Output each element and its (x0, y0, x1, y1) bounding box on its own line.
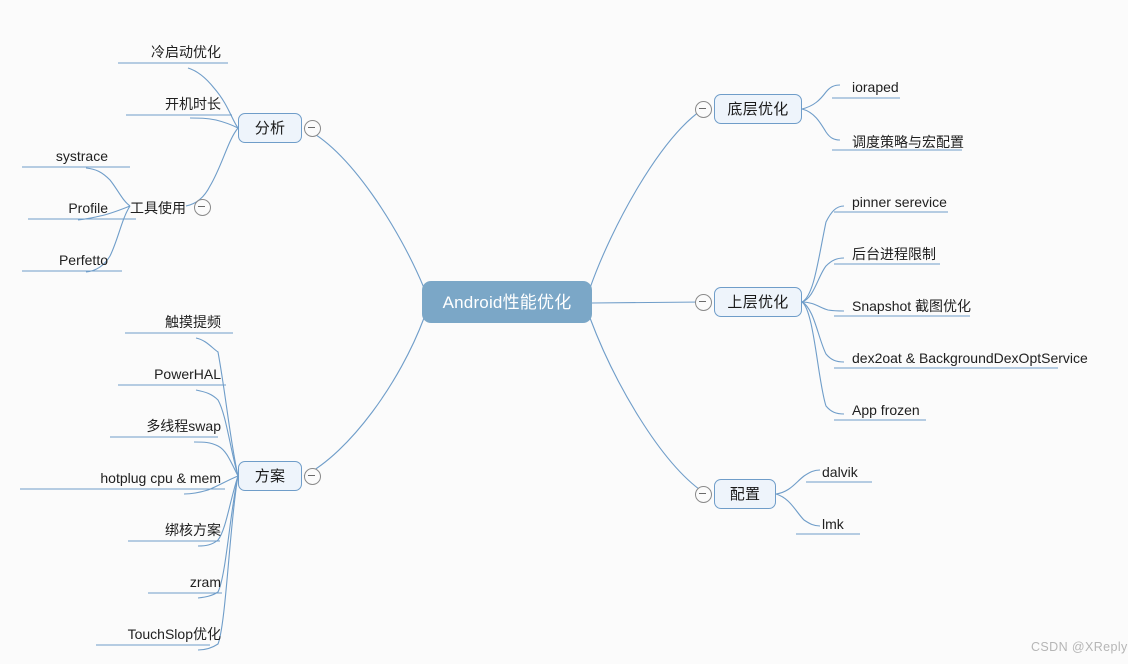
leaf-node-hotplug-cpu-mem[interactable]: hotplug cpu & mem (100, 470, 221, 486)
edge-upper-pinner (801, 205, 845, 303)
leaf-node-perfetto[interactable]: Perfetto (58, 252, 108, 268)
edge-root-config (589, 317, 704, 493)
collapse-toggle-solution[interactable] (304, 468, 321, 485)
root-node[interactable]: Android性能优化 (422, 281, 592, 323)
edge-analysis-boot-time (189, 117, 239, 129)
sub-branch-node-tools[interactable]: 工具使用 (130, 200, 186, 216)
branch-node-config[interactable]: 配置 (714, 479, 776, 509)
edge-upper-snapshot (801, 301, 845, 312)
edge-root-upperlayer (591, 301, 704, 304)
edge-root-lowlayer (589, 108, 704, 289)
edge-upper-app-frozen (801, 301, 845, 415)
collapse-toggle-tools[interactable] (194, 199, 211, 216)
leaf-node-app-frozen[interactable]: App frozen (852, 402, 920, 418)
watermark-text: CSDN @XReply (1031, 640, 1128, 654)
collapse-toggle-analysis[interactable] (304, 120, 321, 137)
edge-root-analysis (303, 127, 425, 289)
edge-analysis-tools (185, 127, 239, 207)
leaf-node-dalvik[interactable]: dalvik (822, 464, 858, 480)
leaf-node-powerhal[interactable]: PowerHAL (154, 366, 221, 382)
leaf-node-snapshot[interactable]: Snapshot 截图优化 (852, 298, 972, 314)
edge-root-solution (303, 317, 425, 477)
collapse-toggle-upper-layer[interactable] (695, 294, 712, 311)
branch-node-low-layer[interactable]: 底层优化 (714, 94, 802, 124)
leaf-node-boot-time[interactable]: 开机时长 (165, 96, 221, 112)
leaf-node-zram[interactable]: zram (189, 574, 221, 590)
branch-node-analysis[interactable]: 分析 (238, 113, 302, 143)
collapse-toggle-config[interactable] (695, 486, 712, 503)
branch-node-solution[interactable]: 方案 (238, 461, 302, 491)
edge-upper-dex2oat (801, 301, 845, 363)
leaf-node-multithread-swap[interactable]: 多线程swap (146, 418, 221, 434)
leaf-node-pinner-service[interactable]: pinner serevice (852, 194, 947, 210)
edge-lowlayer-sched-policy (801, 108, 841, 141)
leaf-node-touchslop[interactable]: TouchSlop优化 (127, 626, 221, 642)
leaf-node-touch-boost[interactable]: 触摸提频 (165, 314, 221, 330)
leaf-node-cold-start[interactable]: 冷启动优化 (151, 44, 221, 60)
edge-config-lmk (775, 493, 821, 527)
leaf-node-ioraped[interactable]: ioraped (852, 79, 899, 95)
leaf-node-bind-core[interactable]: 绑核方案 (165, 522, 221, 538)
edge-lowlayer-ioraped (801, 84, 841, 110)
leaf-node-lmk[interactable]: lmk (822, 516, 844, 532)
leaf-node-bg-process-limit[interactable]: 后台进程限制 (852, 246, 936, 262)
edge-config-dalvik (775, 469, 821, 495)
leaf-node-profile[interactable]: Profile (68, 200, 108, 216)
branch-node-upper-layer[interactable]: 上层优化 (714, 287, 802, 317)
leaf-node-systrace[interactable]: systrace (55, 148, 108, 164)
collapse-toggle-low-layer[interactable] (695, 101, 712, 118)
leaf-node-sched-policy[interactable]: 调度策略与宏配置 (852, 134, 964, 150)
leaf-node-dex2oat[interactable]: dex2oat & BackgroundDexOptService (852, 350, 1088, 366)
edge-upper-bg-limit (801, 257, 845, 303)
